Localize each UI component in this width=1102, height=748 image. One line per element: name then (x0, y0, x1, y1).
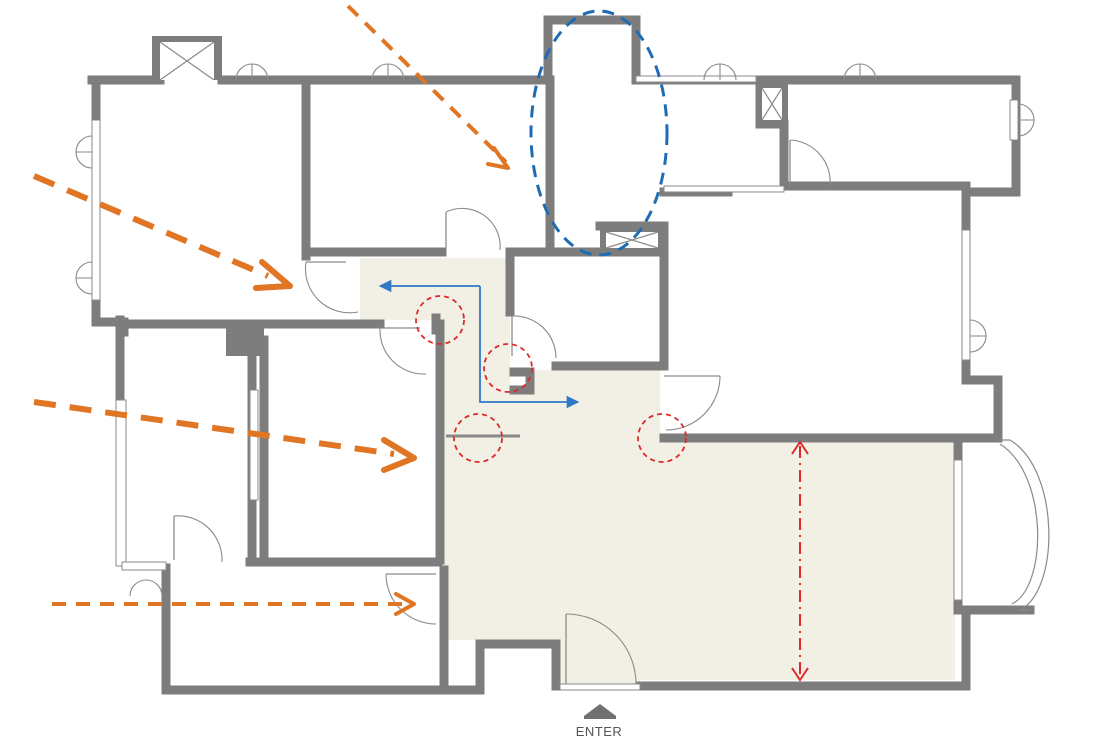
wall-bedroom2-east (505, 75, 555, 257)
door-right-room-arc (789, 139, 831, 187)
window-east-2 (953, 459, 963, 601)
window-east-1 (961, 229, 971, 361)
door-west-2 (75, 261, 93, 295)
door-balcony-3 (703, 63, 737, 81)
wall-north-tower (543, 15, 765, 85)
door-east-mid (969, 319, 987, 353)
wall-smallroom-low (509, 367, 535, 395)
marker-circles (415, 295, 687, 463)
door-entry-arc (565, 613, 637, 685)
marker-circle-1 (415, 295, 465, 345)
door-bedroom5-arc (665, 375, 721, 431)
windows (91, 75, 1050, 691)
window-west-2 (115, 399, 127, 567)
window-kitchen (663, 185, 785, 193)
marker-circle-4 (637, 413, 687, 463)
entrance-marker: ENTER (576, 704, 623, 739)
bay-window-outer (1009, 439, 1050, 611)
light-arrow-3-shaft (33, 399, 395, 457)
shaft-center-cross (605, 231, 659, 249)
door-smallroom-arc (511, 315, 557, 359)
door-balcony-2 (371, 63, 405, 81)
wall-right-block (755, 75, 971, 191)
window-room3 (249, 389, 259, 501)
door-balcony-1 (235, 63, 269, 81)
wall-living-south (635, 609, 971, 691)
bay-window-ends (998, 439, 1030, 611)
door-southwest (129, 579, 163, 597)
window-north-right (635, 75, 757, 83)
shaded-public-zone (360, 258, 955, 686)
wall-right-east (961, 191, 1003, 443)
marker-circle-3 (453, 413, 503, 463)
doors (75, 63, 1035, 685)
light-arrow-2-head (253, 259, 293, 291)
dimension-head-bottom (791, 667, 809, 682)
window-west-1 (91, 119, 101, 301)
entrance-arrow-icon (584, 704, 616, 716)
shaft-right-cross (761, 87, 783, 121)
entrance-arrow-base (584, 716, 616, 719)
shaft-top-left-cross (159, 41, 215, 81)
light-arrow-4-head (394, 592, 416, 616)
light-arrows (32, 4, 510, 616)
entry-threshold (559, 683, 641, 691)
wall-entry-south (439, 639, 561, 695)
wall-west-low (161, 563, 449, 695)
wall-north-right (755, 75, 1021, 197)
circulation-arrows (378, 279, 580, 409)
door-balcony-4 (843, 63, 877, 81)
wall-living-east (953, 435, 1035, 615)
dimension-head-top (791, 440, 809, 455)
light-arrow-3-head (381, 437, 417, 473)
entrance-label: ENTER (576, 724, 623, 739)
light-arrow-2-shaft (32, 173, 270, 279)
door-west-1 (75, 135, 93, 169)
window-east-top (1009, 99, 1019, 141)
bay-window-inner (999, 443, 1039, 605)
door-bedroom2-arc (445, 207, 501, 251)
door-southroom-arc (385, 573, 437, 625)
window-southwest (121, 561, 167, 571)
highlight-ellipse (529, 9, 669, 257)
corridor-gradient-fill (360, 258, 955, 686)
circulation-arrow-east (479, 286, 580, 409)
door-room4-arc (379, 327, 427, 375)
door-room3-arc (173, 515, 223, 563)
light-arrow-1-shaft (346, 4, 508, 164)
dimension-line (791, 440, 809, 682)
marker-circle-2 (483, 343, 533, 393)
light-arrow-1-head (486, 146, 510, 170)
door-east-top (1017, 103, 1035, 137)
column-left (226, 328, 264, 356)
door-bedroom1-arc (304, 261, 359, 314)
